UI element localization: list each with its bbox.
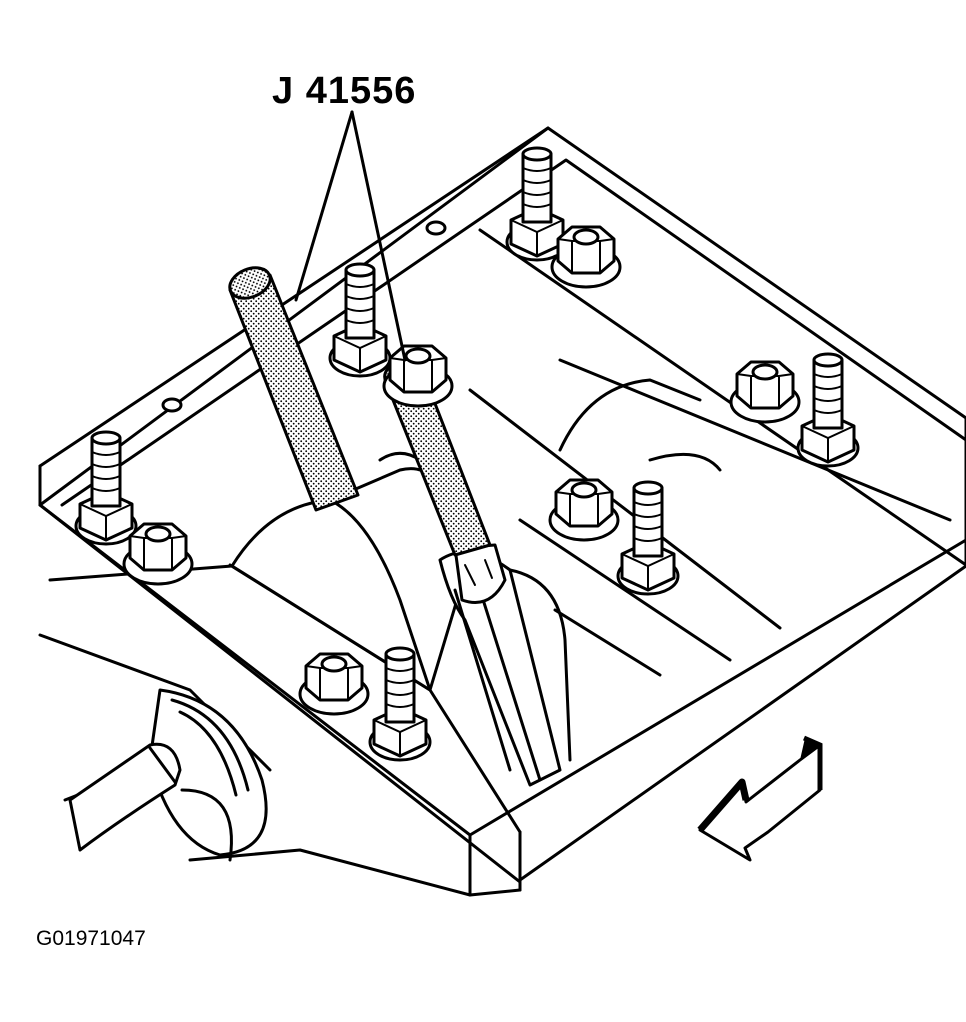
figure-id: G01971047 [36,927,146,950]
shaft-seal [70,690,266,860]
bearing-cap [232,380,720,690]
tool-label: J 41556 [272,70,417,112]
housing [40,128,966,895]
shift-fork [440,545,570,785]
arrow-left-down-icon [700,738,820,860]
tool-pin-left [225,262,358,510]
label-leaders [296,112,405,360]
